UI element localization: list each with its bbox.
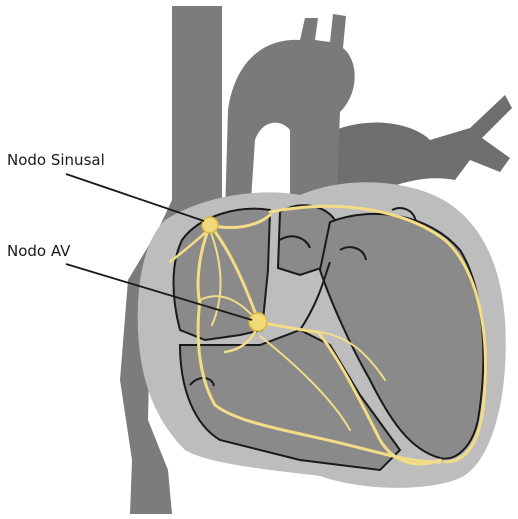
av-node xyxy=(249,313,267,331)
sa-node-label: Nodo Sinusal xyxy=(7,153,105,168)
sa-node xyxy=(202,217,218,233)
av-node-label: Nodo AV xyxy=(7,244,70,259)
